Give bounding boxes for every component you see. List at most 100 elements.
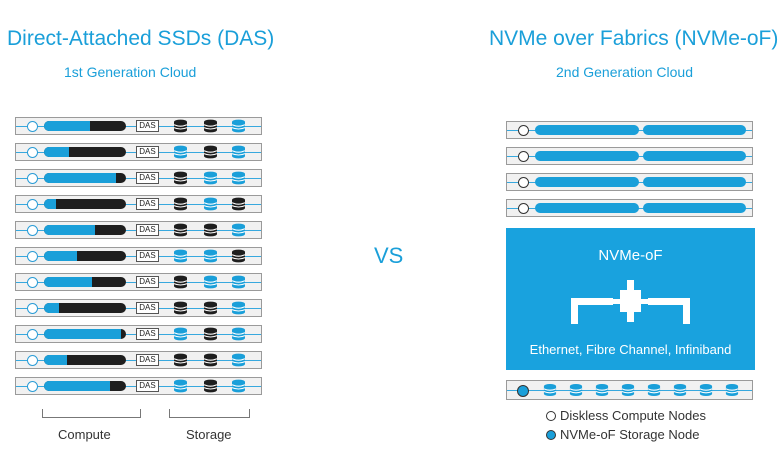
ssd-disk-icon <box>203 327 218 341</box>
compute-utilization-bar <box>44 329 126 339</box>
ssd-disk-icon <box>173 301 188 315</box>
ssd-disk-icon <box>231 301 246 315</box>
compute-caption: Compute <box>58 427 111 442</box>
nvme-ssd-icon <box>725 383 739 397</box>
compute-node-indicator <box>27 329 38 340</box>
ssd-disk-icon <box>231 275 246 289</box>
ssd-disk-icon <box>173 379 188 393</box>
utilization-fill <box>44 251 77 261</box>
das-server-row: DAS <box>15 221 262 239</box>
compute-utilization-bar <box>44 173 126 183</box>
ssd-disk-icon <box>173 197 188 211</box>
utilization-fill <box>44 355 67 365</box>
compute-node-indicator <box>27 173 38 184</box>
das-server-row: DAS <box>15 325 262 343</box>
utilization-fill <box>44 329 122 339</box>
compute-node-indicator <box>27 121 38 132</box>
compute-segment <box>643 125 746 135</box>
nvme-ssd-icon <box>647 383 661 397</box>
diskless-compute-row <box>506 173 753 191</box>
compute-segment <box>643 177 746 187</box>
legend-storage-node: NVMe-oF Storage Node <box>546 427 699 442</box>
ssd-disk-icon <box>231 119 246 133</box>
das-server-row: DAS <box>15 143 262 161</box>
compute-utilization-bar <box>44 225 126 235</box>
das-tag: DAS <box>136 380 159 392</box>
nvme-ssd-icon <box>595 383 609 397</box>
compute-segment <box>643 203 746 213</box>
ssd-disk-icon <box>231 197 246 211</box>
nvmeof-storage-node <box>506 380 753 400</box>
nvme-ssd-icon <box>699 383 713 397</box>
das-server-row: DAS <box>15 351 262 369</box>
hollow-circle-icon <box>546 411 556 421</box>
compute-node-indicator <box>27 147 38 158</box>
compute-node-indicator <box>27 225 38 236</box>
compute-node-indicator <box>518 203 529 214</box>
storage-caption: Storage <box>186 427 232 442</box>
nvme-ssd-icon <box>543 383 557 397</box>
ssd-disk-icon <box>173 327 188 341</box>
das-tag: DAS <box>136 328 159 340</box>
compute-node-indicator <box>27 381 38 392</box>
compute-segment <box>643 151 746 161</box>
utilization-fill <box>44 303 59 313</box>
ssd-disk-icon <box>231 379 246 393</box>
diskless-compute-row <box>506 147 753 165</box>
utilization-fill <box>44 173 117 183</box>
das-tag: DAS <box>136 120 159 132</box>
das-tag: DAS <box>136 302 159 314</box>
utilization-fill <box>44 121 90 131</box>
nvmeof-title: NVMe over Fabrics (NVMe-oF) <box>489 27 779 50</box>
utilization-fill <box>44 277 92 287</box>
ssd-disk-icon <box>173 171 188 185</box>
ssd-disk-icon <box>203 197 218 211</box>
ssd-disk-icon <box>203 301 218 315</box>
compute-utilization-bar <box>44 355 126 365</box>
compute-node-indicator <box>27 303 38 314</box>
compute-node-indicator <box>27 251 38 262</box>
utilization-fill <box>44 225 95 235</box>
das-tag: DAS <box>136 354 159 366</box>
legend-diskless-compute: Diskless Compute Nodes <box>546 408 706 423</box>
nvme-ssd-icon <box>569 383 583 397</box>
vs-label: VS <box>374 243 404 268</box>
das-tag: DAS <box>136 198 159 210</box>
nvmeof-subtitle: 2nd Generation Cloud <box>556 64 693 80</box>
compute-node-indicator <box>27 277 38 288</box>
ssd-disk-icon <box>203 119 218 133</box>
compute-utilization-bar <box>44 277 126 287</box>
ssd-disk-icon <box>231 327 246 341</box>
compute-bracket <box>42 409 141 418</box>
ssd-disk-icon <box>203 171 218 185</box>
das-server-row: DAS <box>15 377 262 395</box>
compute-node-indicator <box>27 199 38 210</box>
diskless-compute-row <box>506 199 753 217</box>
ssd-disk-icon <box>231 249 246 263</box>
compute-node-indicator <box>518 177 529 188</box>
das-tag: DAS <box>136 276 159 288</box>
compute-segment <box>535 203 639 213</box>
legend-storage-label: NVMe-oF Storage Node <box>560 427 700 442</box>
ssd-disk-icon <box>173 145 188 159</box>
das-server-row: DAS <box>15 299 262 317</box>
das-server-row: DAS <box>15 117 262 135</box>
compute-segment <box>535 151 639 161</box>
storage-node-indicator <box>517 385 529 397</box>
ssd-disk-icon <box>173 275 188 289</box>
filled-circle-icon <box>546 430 556 440</box>
compute-utilization-bar <box>44 381 126 391</box>
compute-node-indicator <box>518 151 529 162</box>
ssd-disk-icon <box>203 223 218 237</box>
compute-utilization-bar <box>44 121 126 131</box>
nvmeof-fabric-box: NVMe-oF Ethernet, Fibre Channel, Infinib… <box>506 228 755 370</box>
nvme-ssd-icon <box>673 383 687 397</box>
ssd-disk-icon <box>173 353 188 367</box>
compute-node-indicator <box>518 125 529 136</box>
network-switch-icon <box>571 280 690 324</box>
ssd-disk-icon <box>231 171 246 185</box>
compute-utilization-bar <box>44 147 126 157</box>
ssd-disk-icon <box>203 249 218 263</box>
fabric-protocols: Ethernet, Fibre Channel, Infiniband <box>529 342 732 357</box>
ssd-disk-icon <box>173 223 188 237</box>
